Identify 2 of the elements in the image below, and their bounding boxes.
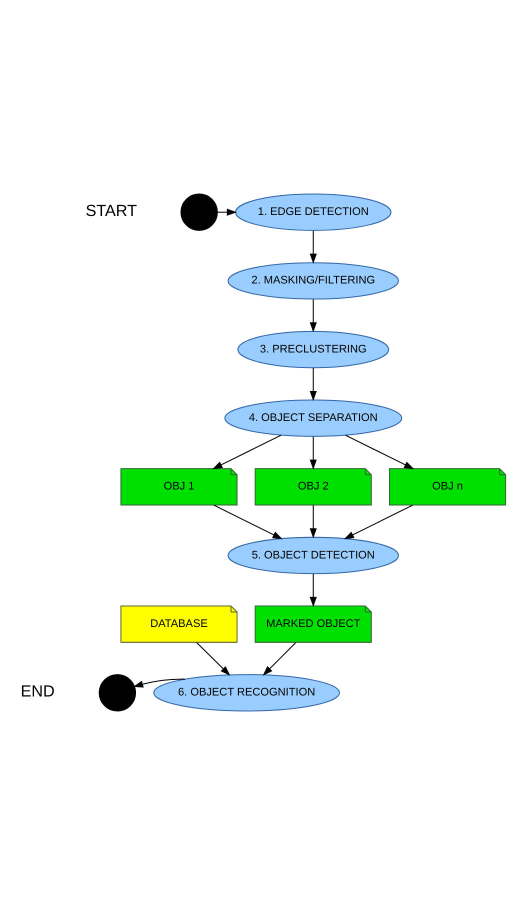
node-label: END [20, 682, 55, 701]
node-label: START [86, 202, 138, 220]
